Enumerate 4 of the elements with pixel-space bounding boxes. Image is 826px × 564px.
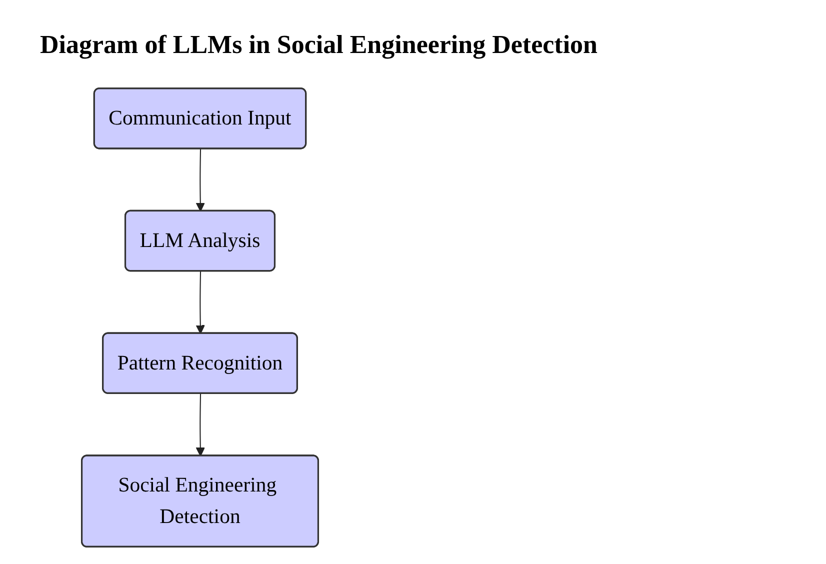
arrow <box>196 271 205 334</box>
arrow <box>196 148 205 212</box>
arrow <box>196 394 205 456</box>
diagram-title: Diagram of LLMs in Social Engineering Detection <box>40 30 598 60</box>
